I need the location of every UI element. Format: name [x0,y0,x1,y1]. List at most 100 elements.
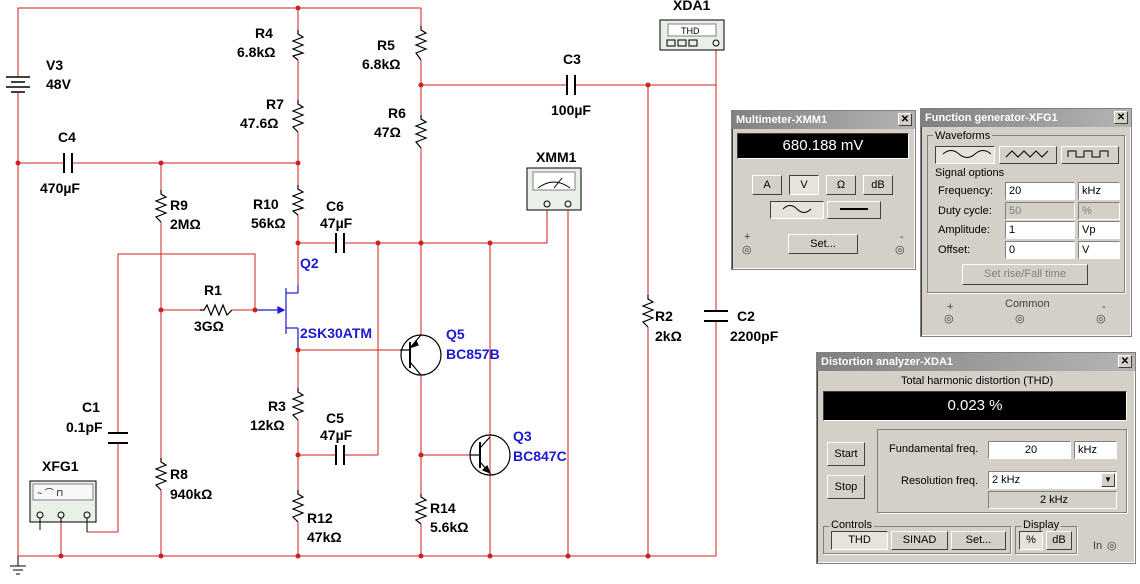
fg-minus-label: - [1102,301,1106,313]
signal-group [927,135,1125,293]
sine-wave-icon [942,150,992,158]
label-xmm1: XMM1 [536,149,577,165]
multimeter-close-button[interactable]: ✕ [898,113,912,126]
distortion-analyzer-titlebar[interactable]: Distortion analyzer-XDA1 ✕ [817,353,1135,371]
function-generator-title: Function generator-XFG1 [925,112,1058,124]
resolution-freq-readout: 2 kHz [988,491,1117,509]
value-r3: 12kΩ [250,417,285,433]
dc-mode-button[interactable] [827,201,881,219]
label-r1: R1 [204,282,222,298]
set-rise-fall-button[interactable]: Set rise/Fall time [962,264,1088,285]
value-c4: 470µF [40,180,80,196]
fundamental-freq-input[interactable]: 20 [988,441,1071,459]
controls-set-button[interactable]: Set... [951,531,1006,550]
sine-wave-icon [782,205,812,213]
label-xfg1: XFG1 [42,458,79,474]
fg-minus-terminal-icon[interactable]: ◎ [1096,313,1106,325]
fundamental-freq-unit[interactable]: kHz [1074,441,1117,459]
mode-db-button[interactable]: dB [863,175,893,195]
chevron-down-icon[interactable]: ▼ [1101,473,1115,487]
svg-text:~ ⌒ ⊓: ~ ⌒ ⊓ [37,488,63,498]
value-r10: 56kΩ [251,215,286,231]
multimeter-titlebar[interactable]: Multimeter-XMM1 ✕ [732,111,915,129]
thd-reading: 0.023 % [947,397,1003,414]
label-r10: R10 [253,196,279,212]
label-r3: R3 [268,398,286,414]
distortion-analyzer-title: Distortion analyzer-XDA1 [821,356,954,368]
waveforms-label: Waveforms [933,130,993,142]
offset-unit[interactable]: V [1078,241,1120,259]
value-c6: 47µF [320,215,353,231]
function-generator-close-button[interactable]: ✕ [1114,111,1128,124]
multimeter-window[interactable]: Multimeter-XMM1 ✕ 680.188 mV A V Ω dB Se… [731,110,916,270]
start-button[interactable]: Start [827,442,865,466]
offset-label: Offset: [938,244,971,256]
multimeter-minus-terminal-icon[interactable]: ◎ [895,244,905,256]
amplitude-label: Amplitude: [938,224,990,236]
value-r8: 940kΩ [170,486,212,502]
value-r7: 47.6Ω [240,115,278,131]
duty-cycle-unit[interactable]: % [1078,202,1120,220]
label-c6: C6 [326,198,344,214]
fg-plus-terminal-icon[interactable]: ◎ [944,313,954,325]
controls-label: Controls [829,519,874,531]
mode-a-button[interactable]: A [752,175,782,195]
in-terminal-icon[interactable]: ◎ [1107,540,1117,552]
db-button[interactable]: dB [1046,531,1072,550]
value-q2: 2SK30ATM [300,325,372,341]
multimeter-icon[interactable] [526,167,582,211]
value-c2: 2200pF [730,328,779,344]
label-r12: R12 [307,510,333,526]
ac-mode-button[interactable] [770,201,824,219]
duty-cycle-input[interactable]: 50 [1005,202,1075,220]
label-r7: R7 [266,96,284,112]
frequency-group [877,429,1127,513]
value-r2: 2kΩ [655,328,682,344]
label-q5: Q5 [446,326,465,342]
distortion-analyzer-window[interactable]: Distortion analyzer-XDA1 ✕ Total harmoni… [816,352,1136,564]
xda1-display-text: THD [681,26,700,36]
distortion-analyzer-icon[interactable] [659,19,725,51]
duty-cycle-label: Duty cycle: [938,205,992,217]
label-r4: R4 [255,25,273,41]
mode-ohm-button[interactable]: Ω [826,175,856,195]
value-q3: BC847C [513,448,567,464]
function-generator-icon[interactable]: ~ ⌒ ⊓ [29,480,97,532]
label-c1: C1 [82,399,100,415]
sine-wave-button[interactable] [935,146,995,164]
triangle-wave-icon [1005,150,1049,158]
value-r6: 47Ω [374,124,401,140]
stop-button[interactable]: Stop [827,475,865,499]
thd-display: 0.023 % [823,391,1127,421]
percent-button[interactable]: % [1019,531,1043,550]
multimeter-plus-terminal-icon[interactable]: ◎ [742,244,752,256]
value-r1: 3GΩ [194,318,224,334]
square-wave-button[interactable] [1061,146,1119,164]
distortion-analyzer-close-button[interactable]: ✕ [1118,355,1132,368]
fg-common-terminal-icon[interactable]: ◎ [1015,313,1025,325]
triangle-wave-button[interactable] [999,146,1057,164]
label-r14: R14 [430,500,456,516]
thd-heading: Total harmonic distortion (THD) [901,375,1054,387]
sinad-button[interactable]: SINAD [891,531,948,550]
mode-v-button[interactable]: V [789,175,819,195]
multimeter-set-button[interactable]: Set... [788,234,858,254]
frequency-input[interactable]: 20 [1005,182,1075,200]
thd-button[interactable]: THD [831,531,888,550]
amplitude-input[interactable]: 1 [1005,221,1075,239]
resolution-freq-select[interactable]: 2 kHz ▼ [988,471,1117,489]
offset-input[interactable]: 0 [1005,241,1075,259]
multimeter-reading: 680.188 mV [782,137,864,154]
function-generator-window[interactable]: Function generator-XFG1 ✕ Waveforms Sign… [920,108,1132,337]
function-generator-titlebar[interactable]: Function generator-XFG1 ✕ [921,109,1131,127]
fg-plus-label: + [947,301,954,313]
amplitude-unit[interactable]: Vp [1078,221,1120,239]
label-c5: C5 [326,410,344,426]
value-v3: 48V [46,76,72,92]
label-r2: R2 [655,308,673,324]
frequency-label: Frequency: [938,185,994,197]
frequency-unit[interactable]: kHz [1078,182,1120,200]
label-v3: V3 [46,57,63,73]
value-r12: 47kΩ [307,529,342,545]
